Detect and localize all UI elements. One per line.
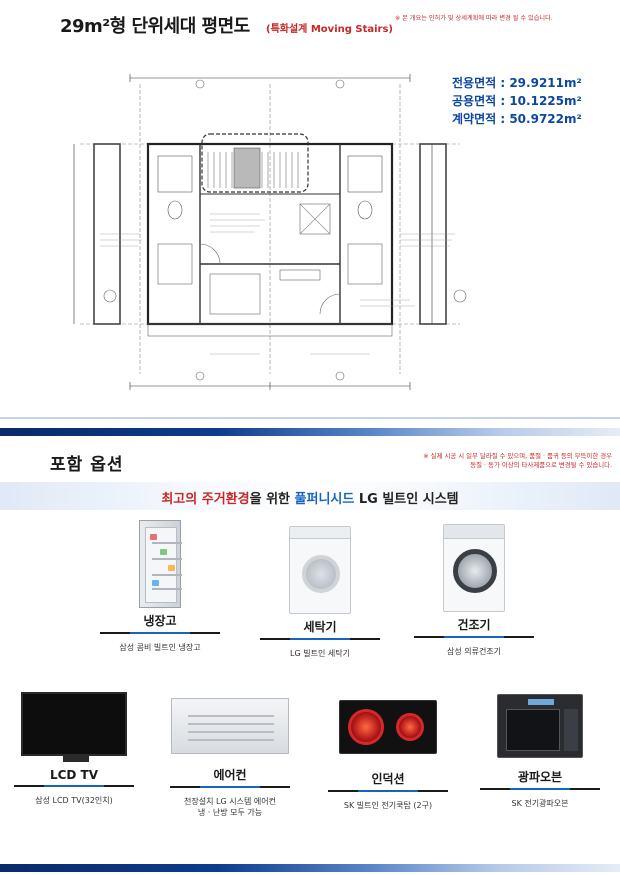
options-banner: 최고의 주거환경을 위한 풀퍼니시드 LG 빌트인 시스템 [0, 482, 620, 510]
option-desc-line: 냉 · 난방 모두 가능 [197, 808, 263, 817]
air-conditioner-icon [171, 698, 289, 754]
options-note-line: 동질 · 동가 이상의 타사제품으로 변경될 수 있습니다. [470, 461, 612, 469]
option-name: 인덕션 [371, 772, 405, 786]
option-item-washer: 세탁기 LG 빌트인 세탁기 [250, 526, 390, 659]
page-subtitle: (특화설계 Moving Stairs) [266, 24, 393, 35]
options-disclaimer: ※ 실제 시공 시 일부 달라질 수 있으며, 품절 · 품귀 등의 부득이한 … [360, 452, 612, 470]
divider [0, 417, 620, 419]
option-underline [170, 786, 290, 788]
area-row-exclusive: 전용면적 : 29.9211m² [452, 74, 620, 92]
area-value: : 29.9211m² [500, 76, 582, 90]
dryer-icon [443, 524, 505, 612]
options-title: 포함 옵션 [50, 455, 124, 475]
option-item-fridge: 냉장고 삼성 콤비 빌트인 냉장고 [90, 520, 230, 653]
disclaimer-note: ※ 본 개요는 인허가 및 상세계획에 따라 변경 될 수 있습니다. [395, 15, 553, 22]
floor-plan-header: 29m²형 단위세대 평면도 (특화설계 Moving Stairs) ※ 본 … [0, 0, 620, 40]
option-name: 세탁기 [303, 620, 337, 634]
option-item-tv: LCD TV 삼성 LCD TV(32인치) [4, 692, 144, 806]
area-value: : 50.9722m² [500, 112, 582, 126]
area-row-common: 공용면적 : 10.1225m² [452, 92, 620, 110]
option-desc: 천장설치 LG 시스템 에어컨 냉 · 난방 모두 가능 [160, 796, 300, 818]
washer-icon [289, 526, 351, 614]
area-label: 계약면적 [452, 112, 497, 126]
option-name: 광파오븐 [517, 770, 563, 784]
option-item-oven: 광파오븐 SK 전기광파오븐 [470, 694, 610, 809]
tv-icon [21, 692, 127, 762]
cooktop-icon [339, 700, 437, 754]
option-name: 에어컨 [213, 768, 247, 782]
area-row-contract: 계약면적 : 50.9722m² [452, 110, 620, 128]
option-item-air-conditioner: 에어컨 천장설치 LG 시스템 에어컨 냉 · 난방 모두 가능 [160, 698, 300, 818]
option-item-dryer: 건조기 삼성 의류건조기 [404, 524, 544, 657]
options-note-line: ※ 실제 시공 시 일부 달라질 수 있으며, 품절 · 품귀 등의 부득이한 … [423, 452, 612, 460]
footer-band [0, 864, 620, 872]
fridge-icon [139, 520, 182, 608]
option-desc: SK 빌트인 전기쿡탑 (2구) [343, 801, 433, 810]
option-underline [480, 788, 600, 790]
option-name: 냉장고 [143, 614, 177, 628]
option-item-cooktop: 인덕션 SK 빌트인 전기쿡탑 (2구) [318, 700, 458, 811]
option-name: LCD TV [49, 768, 99, 782]
banner-text: 최고의 주거환경을 위한 풀퍼니시드 LG 빌트인 시스템 [0, 488, 620, 507]
option-underline [414, 636, 534, 638]
banner-highlight: 최고의 주거환경 [161, 492, 250, 507]
banner-brand: 풀퍼니시드 [294, 492, 355, 507]
option-desc: SK 전기광파오븐 [511, 799, 569, 808]
banner-text-part: LG 빌트인 시스템 [354, 492, 459, 507]
section-divider-band [0, 428, 620, 436]
area-label: 공용면적 [452, 94, 497, 108]
option-underline [328, 790, 448, 792]
area-value: : 10.1225m² [500, 94, 582, 108]
option-desc: LG 빌트인 세탁기 [290, 649, 350, 658]
option-name: 건조기 [457, 618, 491, 632]
oven-icon [497, 694, 583, 758]
page-title: 29m²형 단위세대 평면도 [60, 16, 250, 37]
banner-text-part: 을 위한 [249, 492, 295, 507]
option-desc: 삼성 콤비 빌트인 냉장고 [119, 643, 201, 652]
area-label: 전용면적 [452, 76, 497, 90]
option-underline [100, 632, 220, 634]
option-desc: 삼성 의류건조기 [446, 647, 502, 656]
option-desc-line: 천장설치 LG 시스템 에어컨 [184, 797, 276, 806]
option-underline [14, 785, 134, 787]
floor-plan-drawing [60, 64, 480, 404]
option-underline [260, 638, 380, 640]
area-summary: 전용면적 : 29.9211m² 공용면적 : 10.1225m² 계약면적 :… [452, 74, 620, 128]
option-desc: 삼성 LCD TV(32인치) [35, 796, 113, 805]
